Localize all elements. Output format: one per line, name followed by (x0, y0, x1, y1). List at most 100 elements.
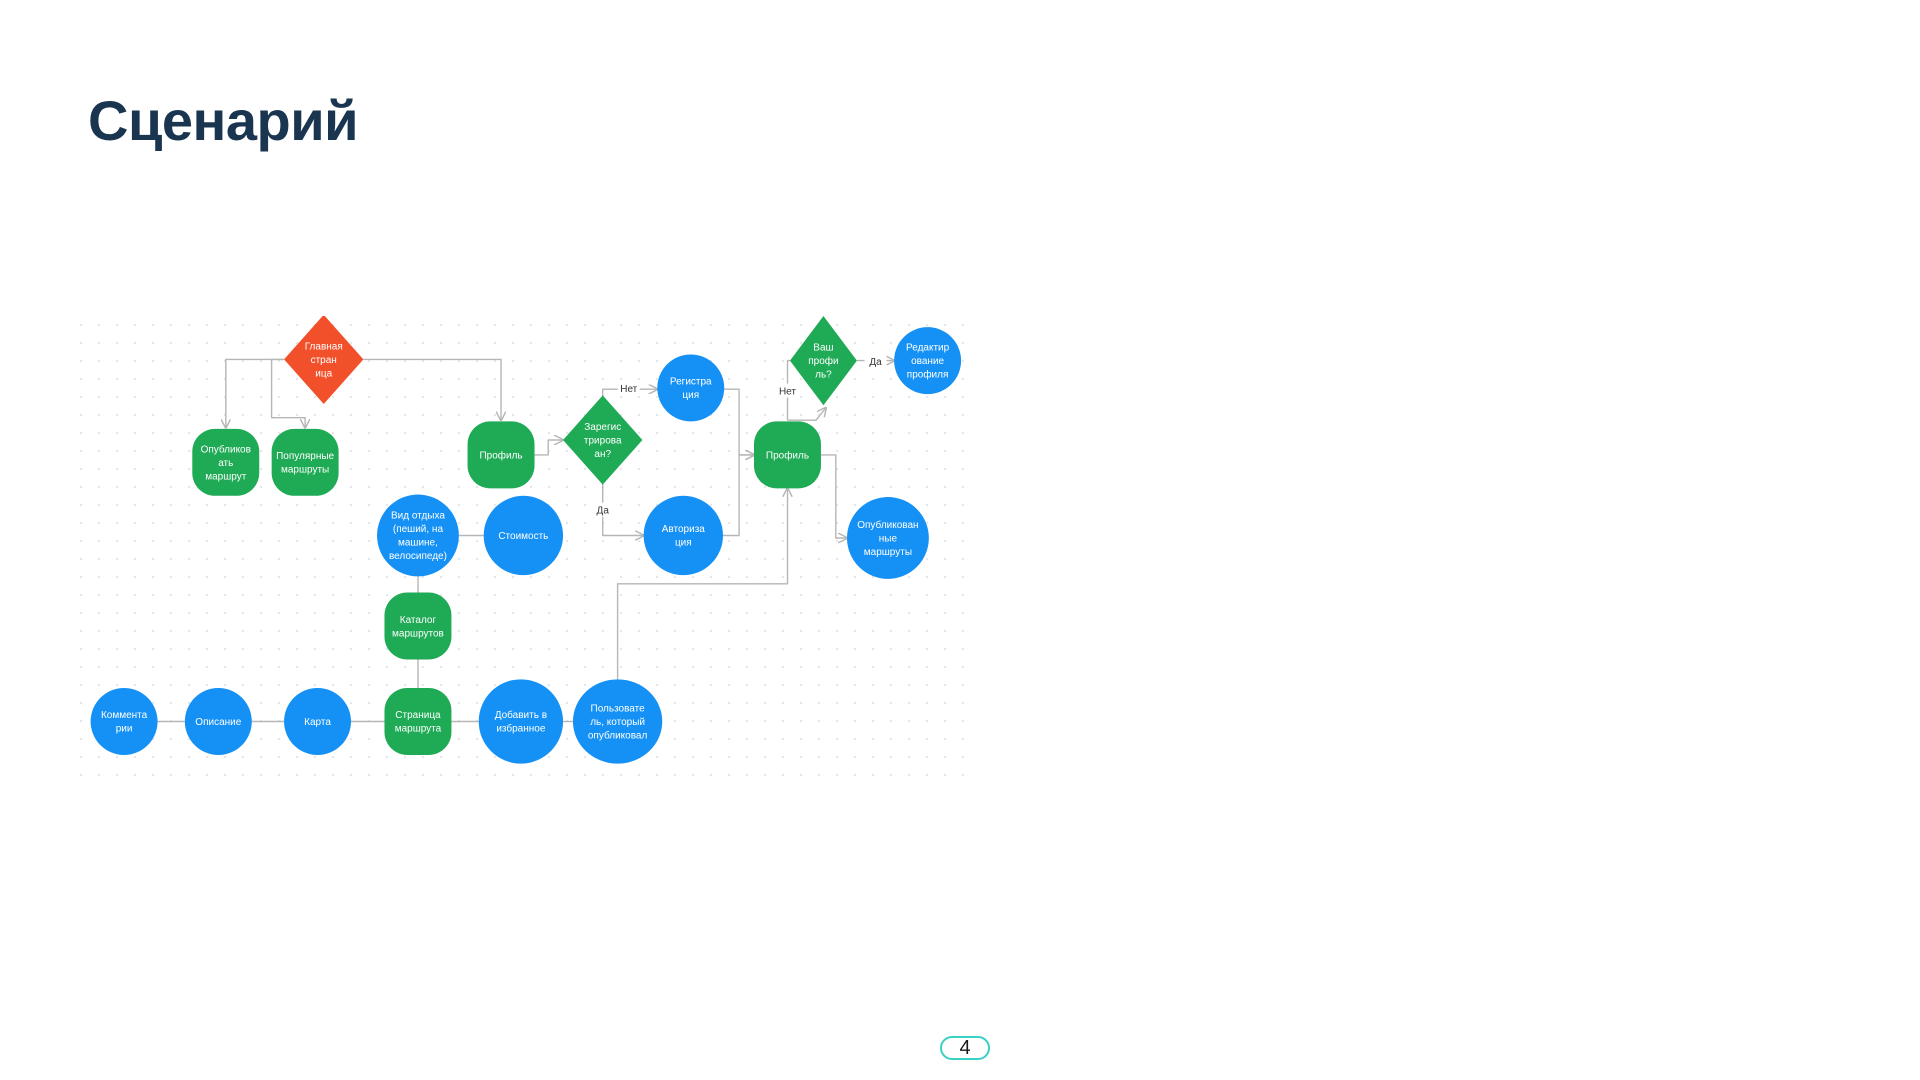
connector-line (534, 440, 564, 456)
node-label: Профиль (479, 449, 522, 461)
node-publish: Опубликов ать маршрут (192, 428, 260, 496)
node-label: рии (116, 724, 133, 735)
connector-line (270, 358, 306, 427)
edge-label-background (617, 381, 640, 396)
node-shape-circle (90, 688, 158, 755)
connector-line (786, 359, 790, 421)
node-label: ование (911, 356, 944, 367)
node-registration: Регистра ция (657, 354, 725, 422)
node-label: Ваш (813, 343, 833, 354)
node-label: Популярные (276, 451, 334, 462)
node-label: профиля (907, 369, 949, 381)
node-label: маршруты (864, 547, 912, 558)
node-label: маршрутов (392, 628, 444, 639)
connector-line (787, 408, 826, 421)
node-label: Регистра (670, 377, 712, 388)
node-label: ан? (594, 449, 611, 460)
node-shape-circle (657, 354, 725, 422)
node-catalog: Каталог маршрутов (384, 592, 452, 660)
edge-label-yes: Да (597, 506, 610, 517)
node-shape-circle (643, 495, 723, 576)
node-route-page: Страница маршрута (384, 688, 452, 755)
node-shape-circle (377, 494, 459, 577)
node-cost: Стоимость (483, 495, 564, 576)
node-shape-diamond (284, 316, 364, 405)
node-profile1: Профиль (467, 421, 535, 489)
node-label: Добавить в (495, 709, 547, 721)
edge-label-background (864, 353, 887, 368)
node-label: Вид отдыха (391, 511, 445, 522)
node-label: Страница (395, 710, 441, 721)
node-label: Главная (305, 341, 343, 352)
node-label: ные (879, 533, 898, 544)
node-label: машине, (398, 538, 438, 549)
node-rest-type: Вид отдыха (пеший, на машине, велосипеде) (377, 494, 459, 577)
node-shape-circle (184, 688, 252, 755)
node-label: ать (218, 458, 233, 469)
node-label: Пользовате (591, 703, 646, 714)
node-label: Опубликован (857, 519, 918, 531)
node-shape-diamond (789, 316, 857, 406)
node-auth: Авториза ция (643, 495, 723, 576)
node-label: стран (311, 355, 337, 366)
node-shape-rounded (467, 421, 535, 489)
node-shape-rounded (384, 592, 452, 660)
node-label: Стоимость (498, 531, 548, 542)
node-label: Каталог (400, 615, 437, 626)
edge-label-no: Нет (779, 387, 796, 398)
node-label: Коммента (101, 710, 148, 721)
node-label: ция (675, 538, 692, 549)
node-label: Опубликов (201, 443, 251, 455)
node-map: Карта (284, 688, 351, 755)
node-registered: Зарегис трирова ан? (563, 395, 643, 485)
edge-label-yes: Да (869, 357, 882, 368)
node-label: маршруты (281, 465, 329, 476)
node-label: Редактир (906, 343, 950, 354)
node-label: Карта (304, 717, 331, 728)
node-label: велосипеде) (389, 551, 447, 562)
node-shape-circle (572, 679, 663, 764)
node-shape-circle (483, 495, 564, 576)
connector-line (821, 454, 847, 538)
node-description: Описание (184, 688, 252, 755)
node-popular: Популярные маршруты (271, 428, 339, 496)
node-label: опубликовал (588, 729, 648, 741)
node-shape-circle (478, 679, 564, 764)
node-label: профи (808, 355, 838, 367)
node-shape-circle (284, 688, 351, 755)
connector-line (602, 483, 644, 535)
connector-line (226, 358, 284, 427)
node-shape-rounded (192, 428, 260, 496)
node-shape-rounded (754, 421, 821, 489)
node-label: Авториза (662, 524, 706, 535)
node-shape-circle (847, 497, 929, 579)
connector-line (363, 358, 501, 420)
node-shape-diamond (563, 395, 643, 485)
node-shape-rounded (271, 428, 339, 496)
node-label: Зарегис (584, 422, 621, 433)
page-number-badge: 4 (940, 1036, 990, 1060)
edge-label-background (776, 383, 799, 398)
node-label: (пеший, на (393, 524, 444, 535)
node-label: маршрута (395, 724, 442, 735)
node-label: трирова (584, 436, 622, 447)
node-label: Профиль (766, 449, 809, 461)
connector-line (616, 488, 788, 680)
page-title: Сценарий (88, 89, 359, 152)
node-profile2: Профиль (754, 421, 821, 489)
node-edit-profile: Редактир ование профиля (894, 327, 962, 395)
node-favorites: Добавить в избранное (478, 679, 564, 764)
node-label: Описание (195, 717, 241, 728)
node-shape-circle (894, 327, 962, 395)
node-label: ль? (815, 370, 832, 381)
connector-line (723, 455, 754, 537)
node-label: ция (682, 390, 699, 401)
edge-label-no: Нет (620, 384, 637, 395)
node-label: маршрут (205, 471, 246, 482)
node-label: избранное (496, 723, 546, 735)
